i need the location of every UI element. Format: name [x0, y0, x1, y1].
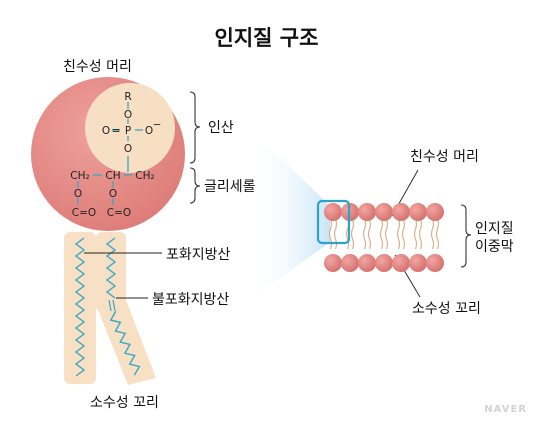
unsaturated-chain-upper — [105, 237, 117, 299]
bilayer-tail — [418, 218, 423, 250]
phosphorus-label: P — [125, 125, 131, 137]
bilayer-tail — [401, 218, 406, 250]
ch2-right-label: CH₂ — [135, 170, 154, 182]
r-group-label: R — [124, 91, 131, 103]
bilayer-tail — [384, 218, 389, 250]
zoom-beam — [250, 128, 330, 300]
oxygen-right-label: O — [145, 125, 153, 137]
bilayer-head-bottom — [426, 254, 444, 272]
hydrophilic-head-label: 친수성 머리 — [63, 59, 132, 75]
bilayer-head-bottom — [375, 254, 393, 272]
head-brackets — [189, 91, 472, 268]
saturated-tail — [64, 232, 96, 384]
hydrophobic-tail-label: 소수성 꼬리 — [90, 395, 159, 411]
bilayer-head-bottom — [358, 254, 376, 272]
bilayer-head-bottom — [324, 254, 342, 272]
bilayer-head-bottom — [392, 254, 410, 272]
lipid-bilayer — [324, 203, 444, 272]
unsaturated-fatty-acid-label: 불포화지방산 — [152, 292, 230, 308]
bilayer-head-bottom — [341, 254, 359, 272]
bilayer-tail — [379, 218, 384, 250]
ch-label: CH — [105, 170, 120, 182]
bilayer-tail — [396, 218, 401, 250]
bilayer-head-bottom — [409, 254, 427, 272]
double-bond-label: = — [112, 125, 121, 137]
bilayer-tail — [430, 218, 435, 250]
oxygen-left-label: O — [102, 125, 110, 137]
bilayer-head-top — [409, 203, 427, 221]
unsaturated-tail — [96, 232, 156, 385]
bilayer-tail — [367, 218, 372, 250]
bilayer-tail — [350, 218, 355, 250]
bilayer-tail — [362, 218, 367, 250]
ester-oxygen-left-label: O — [74, 188, 82, 200]
oxygen-top-label: O — [124, 109, 132, 121]
bilayer-label-line1: 인지질 — [475, 221, 514, 237]
leader-lines — [84, 169, 421, 299]
naver-watermark: NAVER — [484, 404, 527, 415]
phosphate-region — [85, 83, 175, 173]
bilayer-tail-label: 소수성 꼬리 — [412, 301, 481, 317]
bilayer-head-top — [392, 203, 410, 221]
bilayer-tail — [413, 218, 418, 250]
zoom-highlight-box — [316, 199, 351, 245]
bilayer-tail — [435, 218, 440, 250]
saturated-chain — [74, 237, 86, 377]
oxygen-bottom-label: O — [124, 143, 132, 155]
phosphate-label: 인산 — [208, 120, 234, 136]
bilayer-head-top — [358, 203, 376, 221]
bilayer-tail — [333, 218, 338, 250]
bilayer-head-top — [426, 203, 444, 221]
page-title: 인지질 구조 — [214, 26, 319, 50]
bilayer-head-top — [324, 203, 342, 221]
bilayer-head-top — [375, 203, 393, 221]
bilayer-head-label: 친수성 머리 — [410, 149, 479, 165]
ester-left-label: C=O — [72, 207, 96, 219]
unsaturated-chain-lower — [109, 311, 141, 376]
saturated-fatty-acid-label: 포화지방산 — [166, 247, 231, 263]
molecule-bonds — [77, 102, 143, 205]
ester-right-label: C=O — [107, 207, 131, 219]
bilayer-label-line2: 이중막 — [475, 239, 514, 255]
ester-oxygen-right-label: O — [109, 188, 117, 200]
ch2-left-label: CH₂ — [70, 170, 89, 182]
negative-charge-label: − — [153, 119, 162, 131]
glycerol-label: 글리세롤 — [204, 179, 256, 195]
